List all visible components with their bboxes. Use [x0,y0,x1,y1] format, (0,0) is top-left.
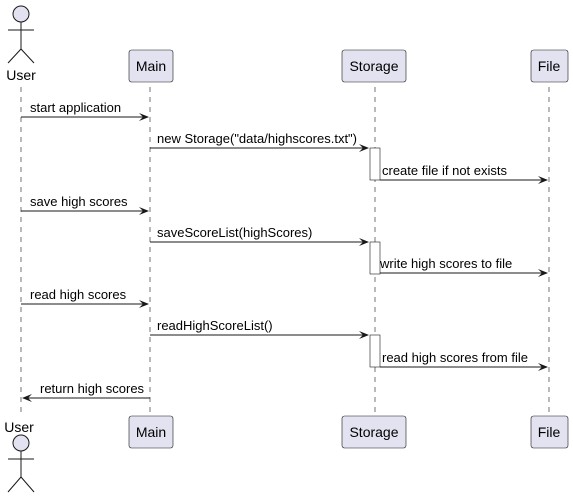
message-label: write high scores to file [379,256,512,271]
message-label: start application [30,100,121,115]
activation-storage-3 [369,334,381,368]
participant-label-main-top: Main [136,58,166,74]
actor-label-user-top: User [6,67,36,83]
actor-head-icon [12,5,30,23]
message-read-from-file: read high scores from file [380,350,548,371]
message-create-file: create file if not exists [380,163,548,184]
message-return-high-scores: return high scores [22,381,150,402]
message-start-application: start application [21,100,149,121]
actor-user-top: User [6,5,36,83]
message-label: readHighScoreList() [157,318,273,333]
participant-main-top: Main [128,49,174,83]
participant-label-file-top: File [538,58,561,74]
participant-label-storage-top: Storage [349,58,398,74]
participant-label-main-bottom: Main [136,424,166,440]
message-save-high-scores: save high scores [21,194,149,215]
participant-label-file-bottom: File [538,424,561,440]
participant-storage-bottom: Storage [341,415,407,449]
message-label: new Storage("data/highscores.txt") [157,131,357,146]
message-save-score-list: saveScoreList(highScores) [150,225,369,246]
participant-storage-top: Storage [341,49,407,83]
participant-file-top: File [530,49,569,83]
message-label: read high scores from file [382,350,528,365]
message-label: create file if not exists [382,163,507,178]
message-label: read high scores [30,287,127,302]
message-label: save high scores [30,194,128,209]
message-label: saveScoreList(highScores) [157,225,312,240]
participant-label-storage-bottom: Storage [349,424,398,440]
actor-label-user-bottom: User [4,419,34,435]
message-write-high-scores: write high scores to file [379,256,548,277]
message-new-storage: new Storage("data/highscores.txt") [150,131,369,152]
message-read-high-scores: read high scores [21,287,149,308]
activation-storage-1 [369,147,381,181]
actor-user-bottom: User [4,419,35,493]
participant-main-bottom: Main [128,415,174,449]
message-label: return high scores [40,381,145,396]
actor-head-icon [12,434,30,452]
activation-storage-2 [369,241,381,275]
message-read-high-score-list: readHighScoreList() [150,318,369,339]
participant-file-bottom: File [530,415,569,449]
